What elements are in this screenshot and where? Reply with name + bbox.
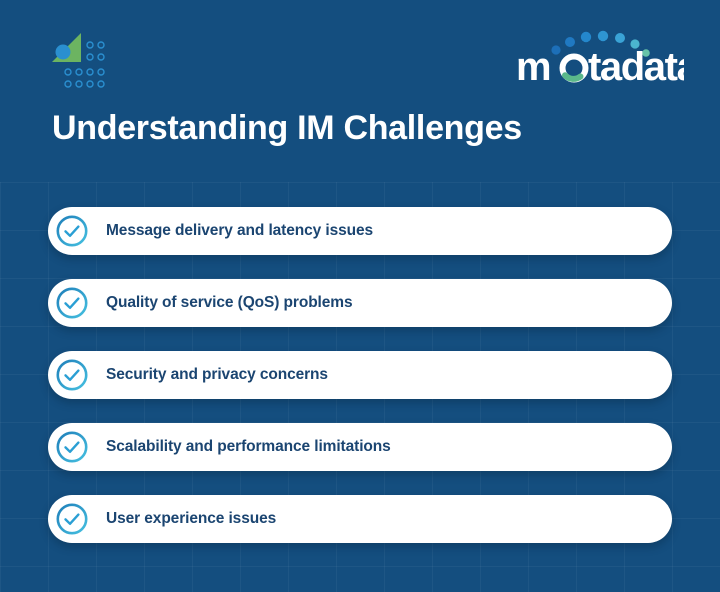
svg-text:m: m xyxy=(516,45,550,88)
check-circle-icon xyxy=(55,286,89,320)
check-circle-icon xyxy=(55,358,89,392)
check-circle-icon xyxy=(55,502,89,536)
list-item[interactable]: Security and privacy concerns xyxy=(48,351,672,399)
triangle-dot-grid-mark xyxy=(48,28,106,90)
list-item[interactable]: Quality of service (QoS) problems xyxy=(48,279,672,327)
list-item-label: Security and privacy concerns xyxy=(106,366,328,383)
check-circle-icon xyxy=(55,430,89,464)
list-item-label: Message delivery and latency issues xyxy=(106,222,374,239)
motadata-logo: m tadata xyxy=(512,26,701,89)
check-circle-icon xyxy=(55,214,89,248)
list-item[interactable]: Scalability and performance limitations xyxy=(48,423,672,471)
challenge-list: Message delivery and latency issues Qual… xyxy=(48,207,672,543)
slide-header: m tadata xyxy=(0,0,720,104)
page-title: Understanding IM Challenges xyxy=(52,109,522,147)
list-item-label: Scalability and performance limitations xyxy=(106,438,391,455)
list-item-label: User experience issues xyxy=(106,510,277,527)
list-item-label: Quality of service (QoS) problems xyxy=(106,294,353,311)
svg-text:tadata: tadata xyxy=(588,45,684,88)
list-item[interactable]: Message delivery and latency issues xyxy=(48,207,672,255)
list-item[interactable]: User experience issues xyxy=(48,495,672,543)
